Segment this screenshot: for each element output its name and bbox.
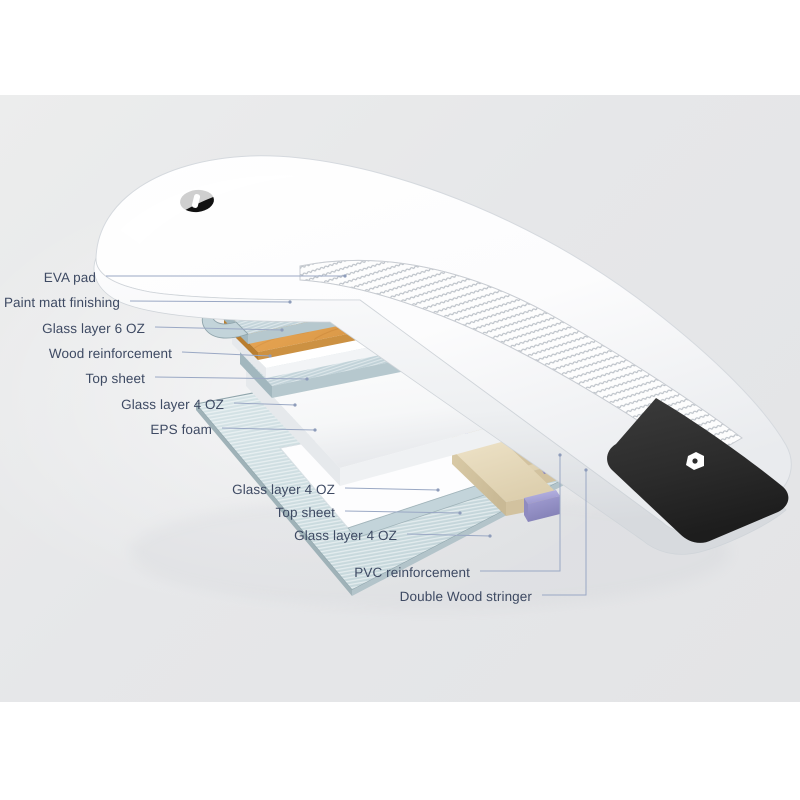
leader-line-eps-foam — [221, 427, 316, 431]
pvc-front-cap-face — [528, 496, 560, 522]
label-top-sheet-1: Top sheet — [85, 371, 145, 386]
label-double-wood-stringer: Double Wood stringer — [399, 589, 532, 604]
board-deck-highlight — [120, 175, 300, 244]
leader-endpoint-double-wood-stringer — [584, 468, 588, 472]
tail-logo — [686, 452, 704, 470]
label-paint-matt: Paint matt finishing — [3, 295, 120, 310]
background-band-bottom — [0, 702, 800, 800]
leader-line-glass-6oz — [154, 326, 283, 331]
top-sheet-deck-edge — [232, 334, 266, 378]
label-glass-4oz-2: Glass layer 4 OZ — [232, 482, 335, 497]
leader-endpoint-top-sheet-2 — [458, 511, 462, 515]
surfboard-body — [93, 155, 792, 555]
label-eva-pad: EVA pad — [43, 270, 96, 285]
label-glass-4oz-1: Glass layer 4 OZ — [121, 397, 224, 412]
label-eps-foam: EPS foam — [150, 422, 212, 437]
label-top-sheet-2: Top sheet — [275, 505, 335, 520]
leader-endpoints — [268, 274, 588, 538]
label-glass-6oz: Glass layer 6 OZ — [42, 321, 145, 336]
leader-line-glass-4oz-3 — [406, 533, 491, 537]
pvc-front-cap-end — [524, 498, 528, 522]
leader-line-paint-matt — [129, 300, 291, 303]
board-tail-dark-panel — [607, 398, 789, 543]
leader-endpoint-pvc-reinforcement — [558, 453, 562, 457]
leader-endpoint-paint-matt — [288, 300, 292, 304]
leader-endpoint-top-sheet-1 — [305, 377, 309, 381]
leader-endpoint-glass-4oz-3 — [488, 534, 492, 538]
pvc-front-cap-top — [524, 490, 560, 504]
glass-layer-4oz-deck-edge — [240, 352, 272, 398]
leader-endpoint-glass-4oz-1 — [293, 403, 297, 407]
eps-foam-core-left — [246, 368, 340, 486]
bottom-glass-edge — [196, 404, 352, 596]
stringer-front-beam-left — [452, 450, 506, 516]
leader-endpoint-wood-reinforcement — [268, 354, 272, 358]
background-band-top — [0, 0, 800, 95]
leader-endpoint-glass-6oz — [280, 328, 284, 332]
leader-line-glass-4oz-1 — [233, 402, 296, 406]
stringer-front-beam-top — [452, 438, 556, 502]
leader-endpoint-eps-foam — [313, 428, 317, 432]
leader-line-top-sheet-2 — [344, 510, 461, 514]
leader-line-glass-4oz-2 — [344, 487, 439, 491]
leader-line-pvc-reinforcement — [480, 455, 561, 572]
label-glass-4oz-3: Glass layer 4 OZ — [294, 528, 397, 543]
label-pvc-reinforcement: PVC reinforcement — [354, 565, 470, 580]
leader-line-top-sheet-1 — [154, 376, 308, 380]
leader-endpoint-eva-pad — [343, 274, 347, 278]
leader-endpoint-glass-4oz-2 — [436, 488, 440, 492]
leader-line-double-wood-stringer — [542, 470, 587, 596]
leader-line-wood-reinforcement — [181, 351, 271, 357]
leader-lines — [106, 275, 587, 596]
label-wood-reinforcement: Wood reinforcement — [48, 346, 172, 361]
